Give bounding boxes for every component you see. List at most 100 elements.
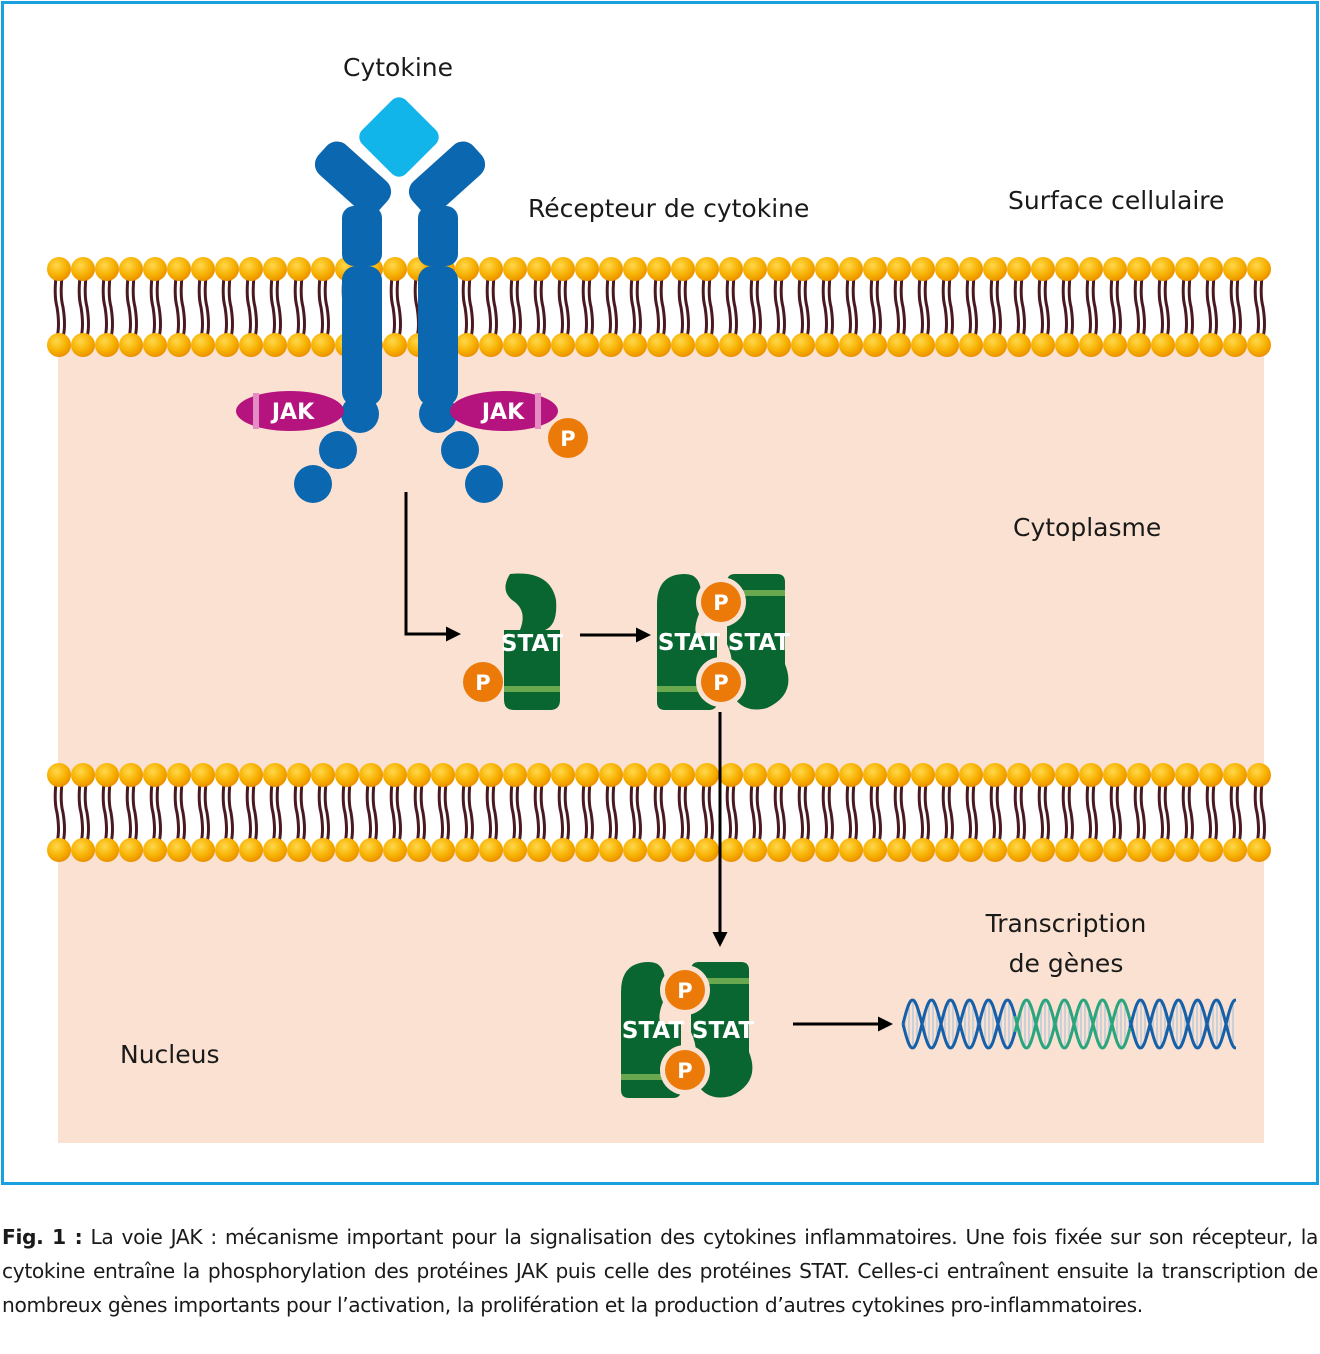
lipid	[1127, 763, 1151, 862]
lipid	[503, 763, 527, 862]
lipid	[959, 257, 983, 357]
lipid	[1007, 763, 1031, 862]
lipid	[143, 257, 167, 357]
lipid	[1031, 257, 1055, 357]
jak-left-label: JAK	[270, 400, 315, 425]
lipid	[71, 763, 95, 862]
lipid	[215, 763, 239, 862]
cytokine-receptor	[294, 141, 503, 503]
lipid	[167, 257, 191, 357]
svg-text:P: P	[713, 671, 728, 695]
lipid	[1247, 763, 1271, 862]
lipid	[647, 763, 671, 862]
lipid	[983, 763, 1007, 862]
lipid	[839, 257, 863, 357]
label-cell-surface: Surface cellulaire	[1008, 186, 1224, 215]
lipid	[671, 763, 695, 862]
lipid	[743, 257, 767, 357]
lipid	[1103, 763, 1127, 862]
lipid	[671, 257, 695, 357]
stat-monomer: STAT P	[463, 573, 563, 710]
lipid	[239, 763, 263, 862]
lipid	[191, 763, 215, 862]
lipid	[1199, 257, 1223, 357]
svg-text:P: P	[713, 591, 728, 615]
lipid	[1247, 257, 1271, 357]
lipid	[959, 763, 983, 862]
lipid	[335, 763, 359, 862]
lipid	[1127, 257, 1151, 357]
lipid	[551, 257, 575, 357]
lipid	[527, 763, 551, 862]
phosphate: P	[660, 965, 710, 1015]
lipid	[839, 763, 863, 862]
lipid	[1151, 257, 1175, 357]
lipid	[287, 763, 311, 862]
label-cytokine: Cytokine	[343, 53, 453, 82]
lipid	[551, 763, 575, 862]
dna-strand	[1013, 998, 1132, 1050]
label-nucleus: Nucleus	[120, 1040, 220, 1069]
lipid	[311, 763, 335, 862]
figure-caption: Fig. 1 : La voie JAK : mécanisme importa…	[2, 1220, 1318, 1322]
lipid	[1223, 763, 1247, 862]
lipid	[263, 257, 287, 357]
lipid	[695, 257, 719, 357]
lipid	[167, 763, 191, 862]
arrow-jak-to-stat	[404, 492, 461, 642]
lipid	[503, 257, 527, 357]
lipid	[647, 257, 671, 357]
lipid	[791, 257, 815, 357]
dna-helix	[901, 998, 1236, 1050]
jak-right-label: JAK	[480, 400, 525, 425]
phosphate: P	[660, 1045, 710, 1095]
label-receptor: Récepteur de cytokine	[528, 194, 809, 223]
lipid	[263, 763, 287, 862]
lipid	[479, 763, 503, 862]
lipid	[1079, 257, 1103, 357]
label-transcription-line1: Transcription	[985, 909, 1147, 938]
lipid	[47, 257, 71, 357]
lipid	[311, 257, 335, 357]
lipid	[623, 257, 647, 357]
lipid	[623, 763, 647, 862]
lipid	[455, 257, 479, 357]
cell-membrane	[47, 257, 1271, 357]
label-transcription-line2: de gènes	[1009, 949, 1124, 978]
stat-label: STAT	[728, 630, 790, 656]
lipid	[287, 257, 311, 357]
lipid	[1199, 763, 1223, 862]
caption-text: La voie JAK : mécanisme important pour l…	[2, 1225, 1318, 1317]
phosphate-jak: P	[548, 418, 588, 458]
lipid	[815, 763, 839, 862]
lipid	[479, 257, 503, 357]
lipid	[1031, 763, 1055, 862]
lipid	[599, 257, 623, 357]
lipid	[695, 763, 719, 862]
lipid	[935, 257, 959, 357]
lipid	[767, 763, 791, 862]
lipid	[1175, 763, 1199, 862]
lipid	[719, 257, 743, 357]
lipid	[455, 763, 479, 862]
svg-text:P: P	[560, 427, 575, 451]
lipid	[863, 257, 887, 357]
lipid	[887, 763, 911, 862]
lipid	[383, 763, 407, 862]
lipid	[575, 763, 599, 862]
cytokine-ligand	[359, 97, 439, 177]
lipid	[599, 763, 623, 862]
stat-label: STAT	[692, 1018, 754, 1044]
svg-text:P: P	[475, 671, 490, 695]
lipid	[527, 257, 551, 357]
lipid	[791, 763, 815, 862]
lipid	[143, 763, 167, 862]
lipid	[887, 257, 911, 357]
lipid	[119, 257, 143, 357]
lipid	[983, 257, 1007, 357]
stat-label: STAT	[622, 1018, 684, 1044]
svg-text:P: P	[677, 1059, 692, 1083]
stat-label: STAT	[658, 630, 720, 656]
